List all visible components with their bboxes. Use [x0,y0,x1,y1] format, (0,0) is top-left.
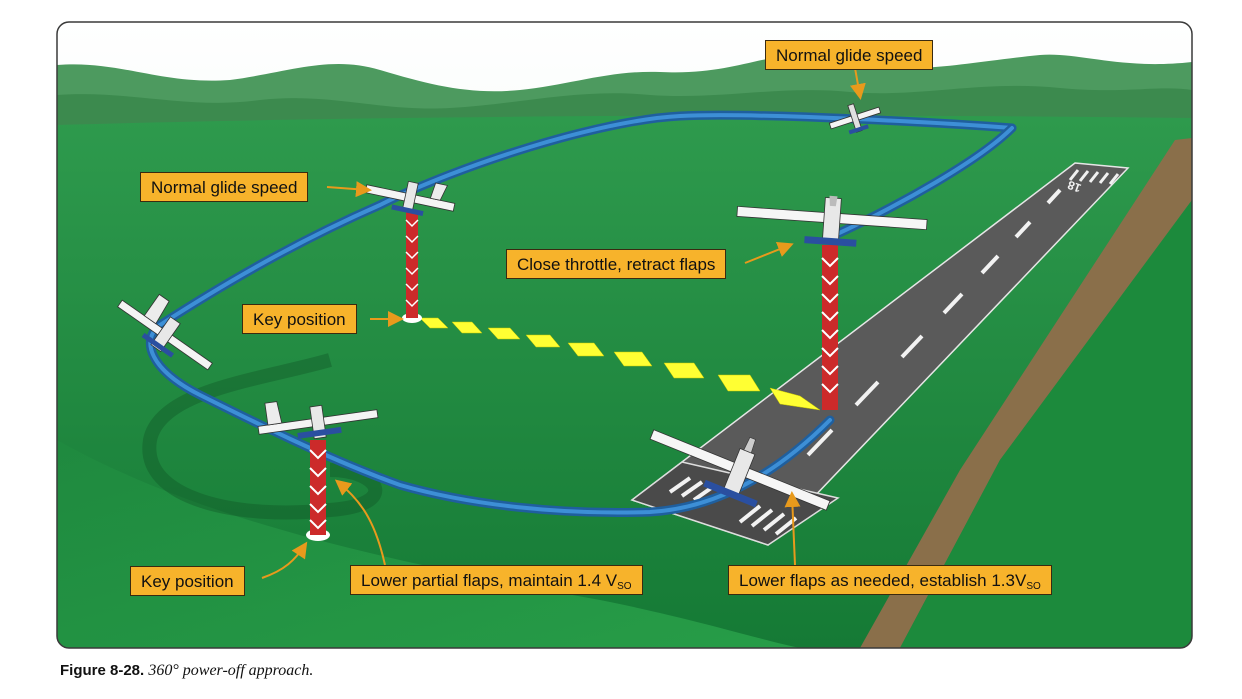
altitude-marker-upper [405,210,419,318]
altitude-marker-right [821,245,839,410]
leader-lines [261,67,866,579]
partial-flaps-subscript: SO [617,581,632,592]
airplane-final [649,429,831,511]
callout-key-position-upper: Key position [242,304,357,334]
altitude-marker-lower [309,440,327,535]
foreground-hill [57,440,800,648]
callout-lower-partial-flaps: Lower partial flaps, maintain 1.4 VSO [350,565,643,595]
callout-key-position-lower: Key position [130,566,245,596]
airplane-downwind [736,195,928,247]
diagram-frame [56,21,1193,649]
callout-normal-glide-top: Normal glide speed [765,40,934,70]
partial-flaps-text: Lower partial flaps, maintain 1.4 V [361,571,618,590]
threshold-bars [668,476,798,536]
runway-centerline [806,188,1062,457]
airplane-lower-left [257,401,379,440]
figure-caption: Figure 8-28. 360° power-off approach. [60,662,313,680]
right-hill [900,200,1192,648]
lower-flaps-subscript: SO [1026,581,1041,592]
airplane-top [828,103,882,135]
far-threshold-bars [1068,169,1120,185]
figure-label: Figure 8-28. [60,662,145,679]
callout-lower-flaps: Lower flaps as needed, establish 1.3VSO [728,565,1052,595]
path-shadow [142,353,383,520]
aim-marks [419,317,821,411]
airplane-far-left [117,293,213,371]
lower-flaps-text: Lower flaps as needed, establish 1.3V [739,571,1027,590]
callout-close-throttle: Close throttle, retract flaps [506,249,727,279]
flight-path-highlight [148,113,1014,515]
figure-title: 360° power-off approach. [148,662,314,679]
grass-field [57,115,1192,648]
runway-number: 18 [1065,178,1083,196]
airplane-left-upper [364,180,456,216]
callout-normal-glide-left: Normal glide speed [140,172,309,202]
dirt-strip [860,138,1192,648]
